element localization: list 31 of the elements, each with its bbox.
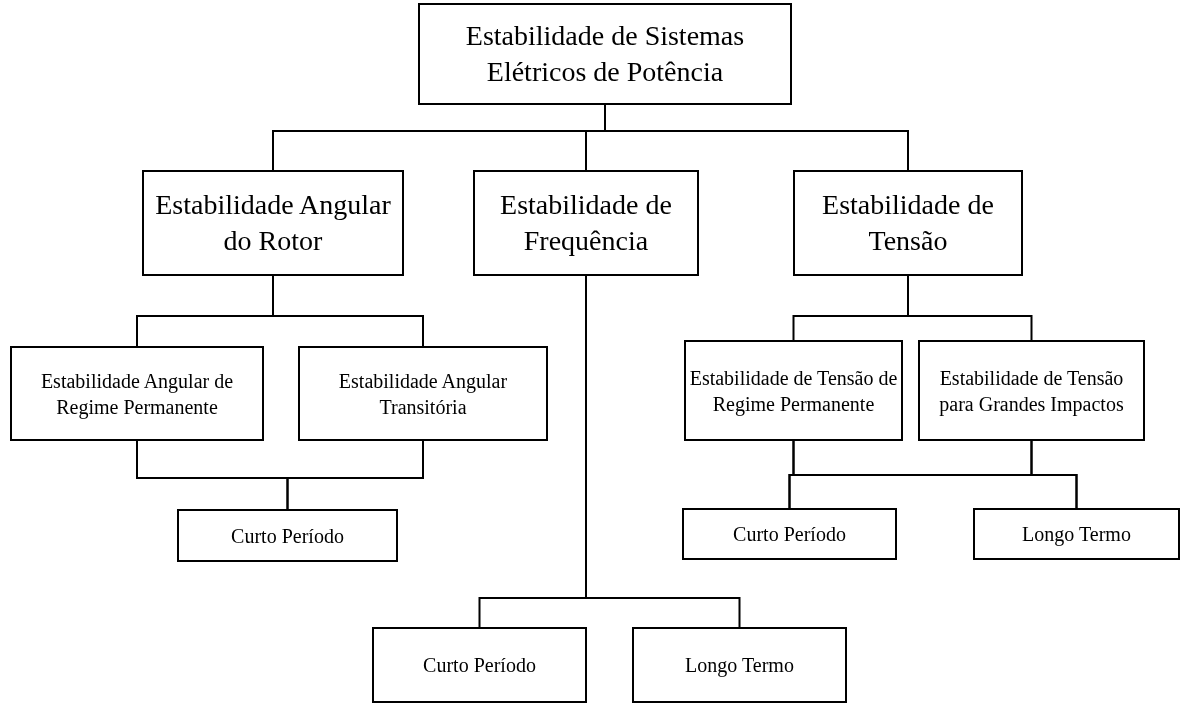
box-label: Estabilidade de Tensão de Regime Permanente — [688, 365, 899, 417]
category-box — [793, 170, 1023, 276]
box-label: Estabilidade Angular do Rotor — [154, 187, 392, 258]
box-label: Longo Termo — [685, 653, 794, 678]
category-box — [973, 508, 1180, 560]
box-label: Estabilidade Angular de Regime Permanente — [39, 368, 235, 420]
box-label: Curto Período — [231, 523, 344, 549]
category-box — [298, 346, 548, 441]
box-label: Curto Período — [423, 653, 536, 678]
category-box — [632, 627, 847, 703]
connector-line — [907, 275, 1033, 341]
box-label: Estabilidade de Frequência — [499, 187, 673, 258]
category-box — [418, 3, 792, 105]
category-box — [682, 508, 897, 560]
box-label: Estabilidade de Tensão para Grandes Impactos — [938, 365, 1125, 417]
box-label: Longo Termo — [1022, 522, 1131, 547]
connector-line — [604, 104, 909, 171]
box-label: Estabilidade de Sistemas Elétricos de Potência — [464, 18, 746, 89]
box-label: Curto Período — [733, 522, 846, 547]
category-box — [473, 170, 699, 276]
category-box — [372, 627, 587, 703]
connector-line — [1030, 440, 1078, 509]
connector-line — [272, 275, 424, 347]
box-label: Estabilidade de Tensão — [821, 187, 995, 258]
connector-line — [286, 440, 424, 510]
category-box — [10, 346, 264, 441]
category-box — [142, 170, 404, 276]
category-box — [918, 340, 1145, 441]
box-label: Estabilidade Angular Transitória — [337, 368, 509, 420]
category-box — [177, 509, 398, 562]
category-box — [684, 340, 903, 441]
